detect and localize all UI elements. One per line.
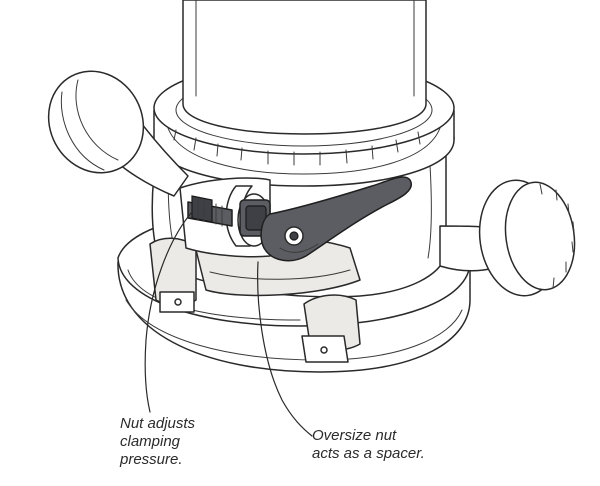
callout-oversize-nut-line-2: acts as a spacer.: [312, 445, 425, 462]
callout-nut-adjusts-line-2: clamping: [120, 433, 181, 450]
leader-nut-adjusts: [144, 211, 193, 413]
callout-nut-adjusts-line-3: pressure.: [120, 451, 183, 468]
callout-nut-adjusts: Nut adjusts clamping pressure.: [120, 415, 195, 469]
callout-oversize-nut: Oversize nut acts as a spacer.: [312, 427, 425, 463]
motor-cylinder: [182, 0, 427, 135]
leader-oversize-nut: [257, 261, 313, 437]
base-slot-left: [149, 237, 197, 313]
threaded-bolt: [187, 195, 233, 227]
callout-oversize-nut-line-1: Oversize nut: [312, 427, 397, 444]
base-slot-right: [301, 294, 361, 363]
right-handle-knob: [439, 179, 576, 297]
callout-nut-adjusts-line-1: Nut adjusts: [120, 415, 196, 432]
cam-lever: [260, 176, 413, 262]
left-handle-knob: [47, 70, 189, 197]
